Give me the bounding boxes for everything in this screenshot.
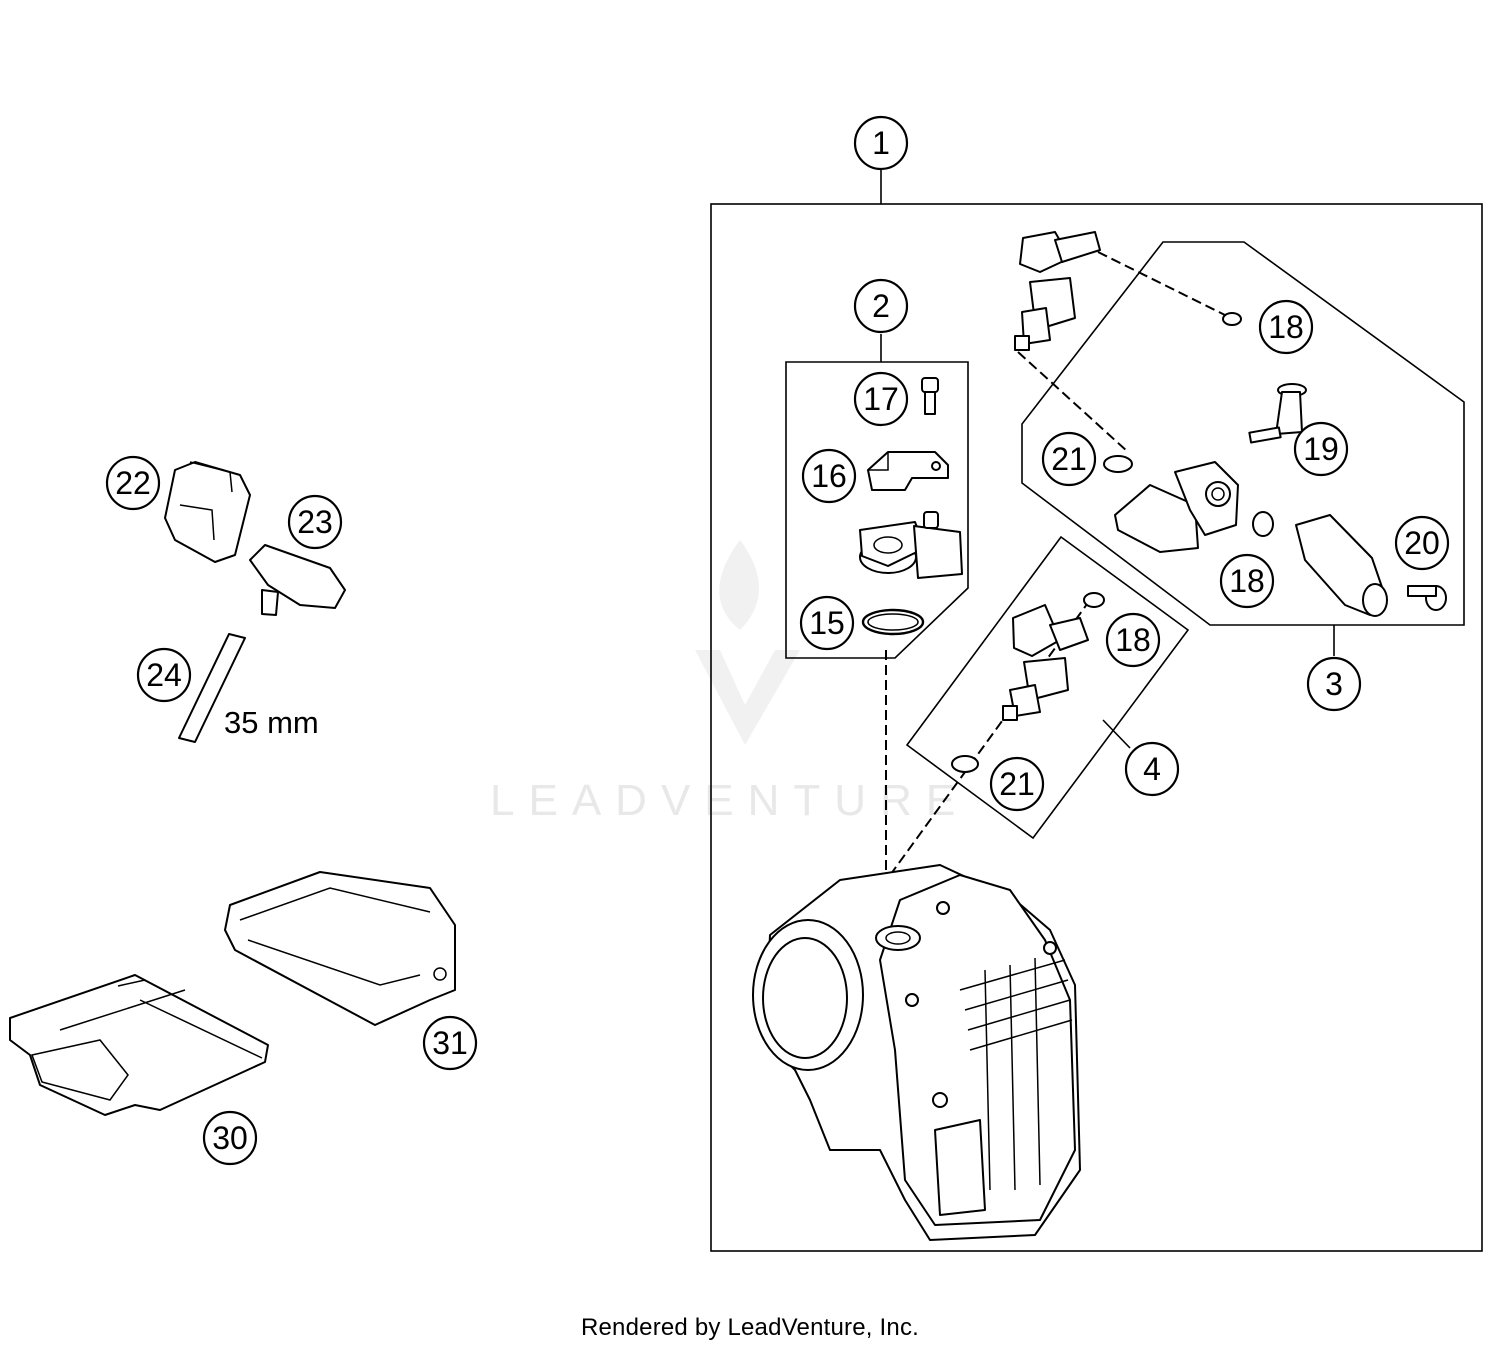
callout-30: 30: [202, 1110, 258, 1166]
callout-3: 3: [1306, 656, 1362, 712]
bracket-16: [867, 451, 949, 491]
screw-17: [921, 377, 939, 415]
svg-text:19: 19: [1303, 431, 1339, 467]
callout-20: 20: [1394, 515, 1450, 571]
callout-18-top: 18: [1258, 299, 1314, 355]
fuel-connector: [1295, 514, 1388, 617]
assembly-2-frame: [785, 361, 969, 659]
assembly-4-frame: [905, 535, 1190, 840]
svg-text:15: 15: [809, 605, 845, 641]
callout-24: 24: [136, 647, 192, 703]
watermark-text: LEADVENTURE: [490, 776, 970, 825]
svg-text:18: 18: [1115, 622, 1151, 658]
svg-text:23: 23: [297, 504, 333, 540]
seal-ring-21-upper: [1103, 455, 1133, 473]
ecu-bracket-31: [224, 871, 456, 1026]
svg-text:21: 21: [999, 766, 1035, 802]
callout-2: 2: [853, 278, 909, 334]
callout-19: 19: [1293, 421, 1349, 477]
watermark-logo: [695, 540, 800, 745]
svg-text:4: 4: [1143, 751, 1161, 787]
bolt-20: [1407, 585, 1447, 611]
callout-22: 22: [105, 455, 161, 511]
connector-22: [164, 461, 251, 563]
callout-16: 16: [801, 448, 857, 504]
ecu-30: [9, 974, 269, 1116]
footer-credit: Rendered by LeadVenture, Inc.: [580, 1314, 920, 1341]
svg-text:31: 31: [432, 1025, 468, 1061]
pin-19: [1248, 383, 1307, 444]
callout-21-upper: 21: [1041, 431, 1097, 487]
assembly-1-frame: [710, 203, 1483, 1252]
callout-18-middle: 18: [1219, 553, 1275, 609]
svg-text:24: 24: [146, 657, 182, 693]
svg-text:18: 18: [1229, 563, 1265, 599]
seal-ring-18-top: [1222, 312, 1242, 326]
callout-1: 1: [853, 115, 909, 171]
svg-text:3: 3: [1325, 666, 1343, 702]
callout-17: 17: [853, 371, 909, 427]
callout-4: 4: [1124, 741, 1180, 797]
svg-text:20: 20: [1404, 525, 1440, 561]
svg-text:17: 17: [863, 381, 899, 417]
svg-text:22: 22: [115, 465, 151, 501]
seal-ring-18-middle: [1252, 511, 1274, 537]
callout-23: 23: [287, 494, 343, 550]
injector-top: [1014, 231, 1101, 351]
svg-text:2: 2: [872, 288, 890, 324]
injector-4: [1002, 604, 1089, 721]
seal-ring-21-lower: [951, 755, 979, 773]
svg-text:18: 18: [1268, 309, 1304, 345]
svg-text:21: 21: [1051, 441, 1087, 477]
throttle-body: [752, 864, 1081, 1241]
callout-18-lower: 18: [1105, 612, 1161, 668]
svg-text:1: 1: [872, 125, 890, 161]
callout-31: 31: [422, 1015, 478, 1071]
svg-text:16: 16: [811, 458, 847, 494]
hose-length-label: 35 mm: [224, 705, 319, 740]
callout-15: 15: [799, 595, 855, 651]
fuel-rail: [1114, 461, 1239, 553]
sensor-23: [249, 544, 346, 616]
seal-ring-18-lower: [1083, 592, 1105, 608]
hose-24: [178, 633, 246, 743]
assembly-3-frame: [1021, 241, 1465, 626]
throttle-sensor-2: [859, 511, 963, 579]
svg-text:30: 30: [212, 1120, 248, 1156]
callout-21-lower: 21: [989, 756, 1045, 812]
